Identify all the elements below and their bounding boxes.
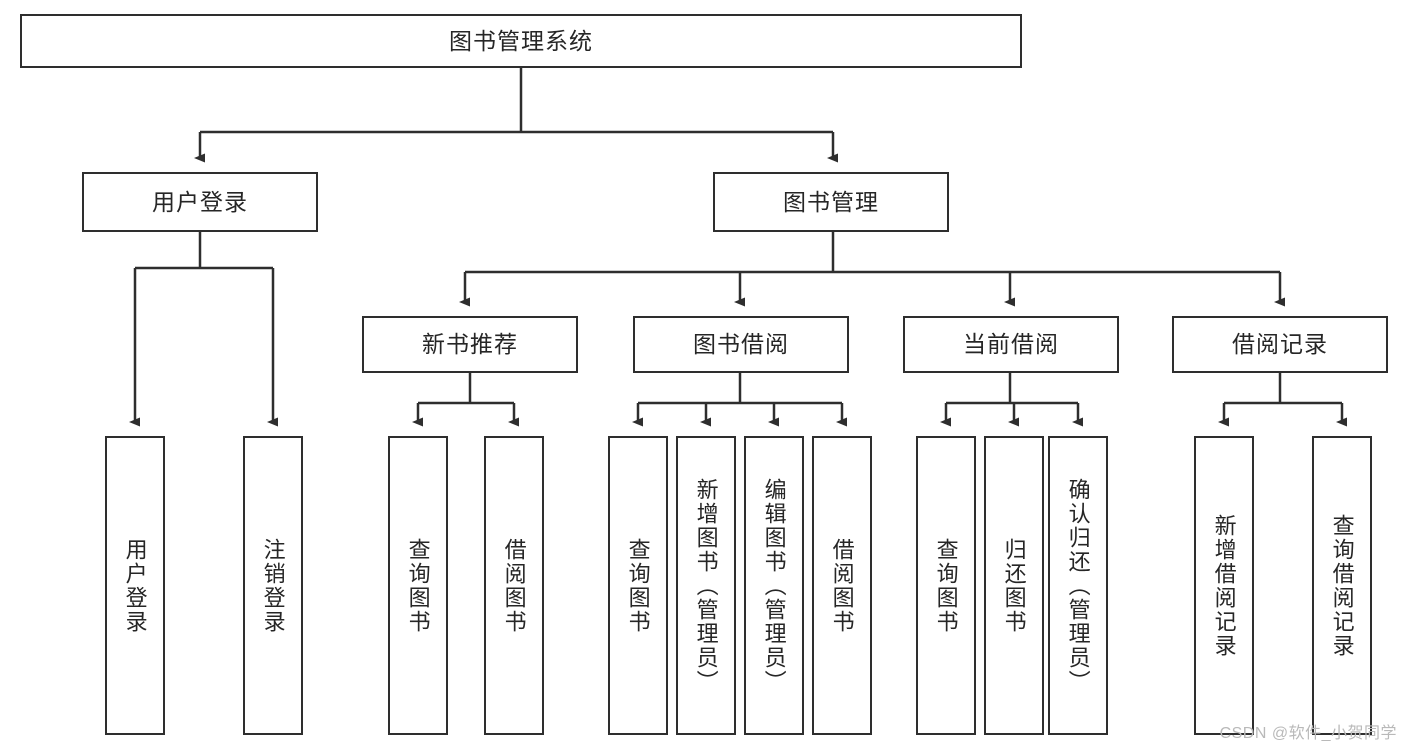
node-label: 图书借阅	[693, 331, 789, 358]
node-label: 查询借阅记录	[1329, 513, 1355, 658]
node-label: 确认归还（管理员）	[1065, 477, 1091, 694]
node-label: 新书推荐	[422, 331, 518, 358]
node-book-management-system[interactable]: 图书管理系统	[20, 14, 1022, 68]
node-label: 用户登录	[152, 188, 248, 215]
leaf-current-borrow-query[interactable]: 查询图书	[916, 436, 976, 735]
node-label: 新增借阅记录	[1211, 513, 1237, 658]
leaf-current-borrow-confirm-return[interactable]: 确认归还（管理员）	[1048, 436, 1108, 735]
node-book-management[interactable]: 图书管理	[713, 172, 949, 232]
leaf-book-borrow-borrow[interactable]: 借阅图书	[812, 436, 872, 735]
leaf-current-borrow-return[interactable]: 归还图书	[984, 436, 1044, 735]
node-label: 图书管理	[783, 188, 879, 215]
node-label: 新增图书（管理员）	[693, 477, 719, 694]
node-label: 用户登录	[122, 537, 148, 634]
leaf-borrow-records-add[interactable]: 新增借阅记录	[1194, 436, 1254, 735]
node-label: 查询图书	[405, 537, 431, 634]
node-user-login[interactable]: 用户登录	[82, 172, 318, 232]
leaf-book-borrow-add[interactable]: 新增图书（管理员）	[676, 436, 736, 735]
node-label: 查询图书	[933, 537, 959, 634]
node-new-book-recommend[interactable]: 新书推荐	[362, 316, 578, 373]
node-borrow-records[interactable]: 借阅记录	[1172, 316, 1388, 373]
node-label: 当前借阅	[963, 331, 1059, 358]
node-current-borrow[interactable]: 当前借阅	[903, 316, 1119, 373]
leaf-user-login-login[interactable]: 用户登录	[105, 436, 165, 735]
node-book-borrow[interactable]: 图书借阅	[633, 316, 849, 373]
node-label: 注销登录	[260, 537, 286, 634]
leaf-book-borrow-query[interactable]: 查询图书	[608, 436, 668, 735]
node-label: 查询图书	[625, 537, 651, 634]
node-label: 借阅图书	[829, 537, 855, 634]
leaf-new-book-borrow[interactable]: 借阅图书	[484, 436, 544, 735]
node-label: 归还图书	[1001, 537, 1027, 634]
leaf-borrow-records-query[interactable]: 查询借阅记录	[1312, 436, 1372, 735]
node-label: 编辑图书（管理员）	[761, 477, 787, 694]
node-label: 借阅记录	[1232, 331, 1328, 358]
node-label: 借阅图书	[501, 537, 527, 634]
leaf-new-book-query[interactable]: 查询图书	[388, 436, 448, 735]
node-label: 图书管理系统	[449, 27, 593, 54]
leaf-book-borrow-edit[interactable]: 编辑图书（管理员）	[744, 436, 804, 735]
leaf-user-login-logout[interactable]: 注销登录	[243, 436, 303, 735]
csdn-watermark: CSDN @软件_小贺同学	[1219, 725, 1397, 742]
